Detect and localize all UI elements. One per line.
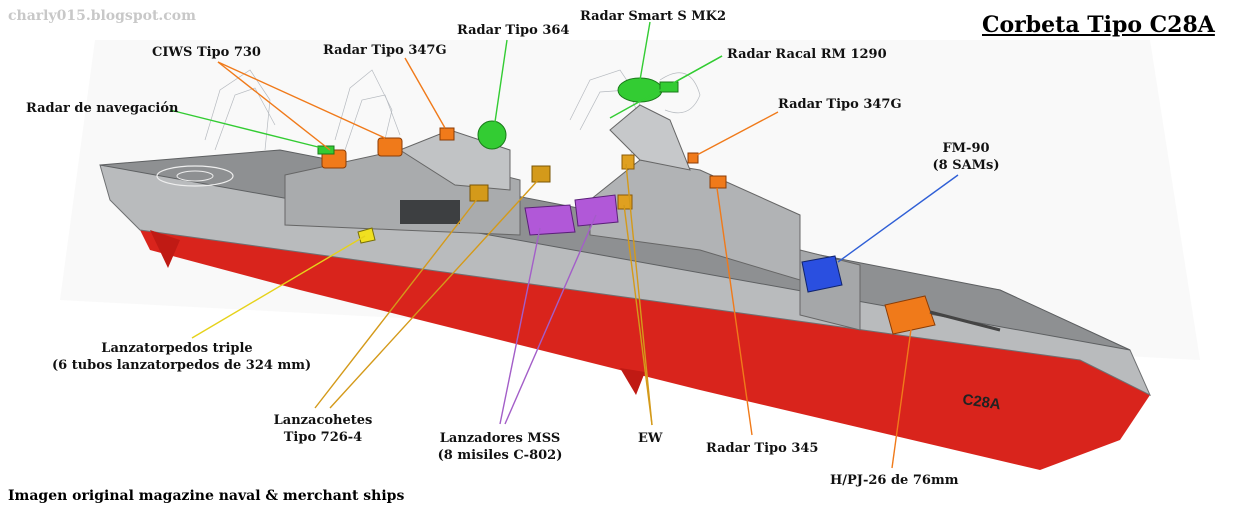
label-fm90-line1: FM-90	[942, 141, 990, 156]
label-radar-347g-fwd: Radar Tipo 347G	[778, 97, 902, 112]
label-fm90: FM-90 (8 SAMs)	[930, 140, 1002, 174]
label-radar-racal: Radar Racal RM 1290	[727, 47, 887, 62]
label-mss-line1: Lanzadores MSS	[439, 431, 561, 446]
label-radar-347g-aft: Radar Tipo 347G	[323, 43, 447, 58]
image-credit: Imagen original magazine naval & merchan…	[8, 488, 405, 504]
radar-347g-fwd-unit	[687, 152, 699, 164]
mss-launchers	[524, 194, 619, 236]
radar-364-unit	[477, 120, 507, 150]
rudder	[150, 230, 180, 268]
hangar-door	[400, 200, 460, 224]
radar-smart-s-unit	[617, 77, 663, 103]
stabilizer-fin	[620, 368, 645, 395]
gun-76mm-unit	[884, 295, 1001, 335]
helicopter-deck	[156, 165, 234, 187]
label-radar-navegacion: Radar de navegación	[26, 101, 179, 116]
label-fm90-line2: (8 SAMs)	[932, 158, 1000, 173]
bridge-tower	[609, 104, 691, 171]
label-rocket: Lanzacohetes Tipo 726-4	[268, 412, 378, 446]
label-radar-smart-s: Radar Smart S MK2	[580, 9, 727, 24]
label-gun-76mm: H/PJ-26 de 76mm	[830, 473, 959, 488]
ew-units	[617, 154, 635, 210]
radar-347g-aft-unit	[439, 127, 455, 141]
label-torpedo-line2: (6 tubos lanzatorpedos de 324 mm)	[52, 358, 312, 373]
radar-racal-unit	[659, 81, 679, 93]
label-torpedo-line1: Lanzatorpedos triple	[101, 341, 253, 356]
label-radar-345: Radar Tipo 345	[706, 441, 819, 456]
rocket-launchers	[469, 165, 551, 202]
fm90-launcher-unit	[801, 255, 843, 293]
label-mss: Lanzadores MSS (8 misiles C-802)	[430, 430, 570, 464]
radar-345-unit	[709, 175, 727, 189]
label-rocket-line1: Lanzacohetes	[273, 413, 373, 428]
label-rocket-line2: Tipo 726-4	[283, 430, 363, 445]
label-torpedo: Lanzatorpedos triple (6 tubos lanzatorpe…	[52, 340, 312, 374]
blog-watermark: charly015.blogspot.com	[8, 8, 196, 24]
callout-lines	[169, 21, 959, 469]
label-ciws: CIWS Tipo 730	[152, 45, 261, 60]
hull-number: C28A	[961, 391, 1002, 413]
label-ew: EW	[638, 431, 663, 446]
label-mss-line2: (8 misiles C-802)	[437, 448, 563, 463]
label-radar-364: Radar Tipo 364	[457, 23, 570, 38]
page-title: Corbeta Tipo C28A	[982, 12, 1215, 38]
